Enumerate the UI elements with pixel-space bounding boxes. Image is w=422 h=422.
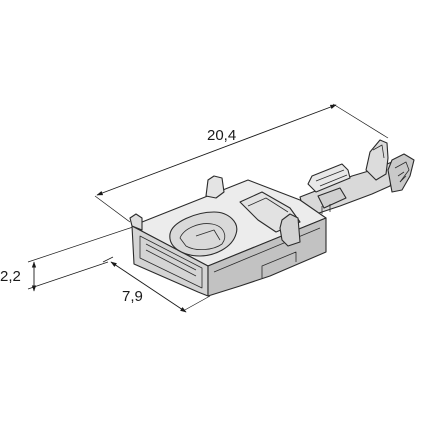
dimension-line-length [96, 104, 337, 196]
extension-line-left [94, 195, 131, 223]
crimp-section [299, 139, 415, 215]
dimension-label-width: 7,9 [122, 288, 143, 305]
dimension-line-width [110, 261, 187, 313]
extension-line-bottom [27, 261, 109, 290]
extension-line-back [182, 295, 211, 312]
front-tab-left [129, 213, 143, 231]
receptacle-front-face [131, 225, 209, 297]
extension-line-front [102, 256, 114, 263]
side-tab-right [279, 213, 301, 247]
rear-tab [205, 175, 225, 199]
dimension-label-height: 2,2 [0, 268, 21, 285]
dimension-label-length: 20,4 [207, 127, 236, 144]
extension-line-right [332, 103, 389, 139]
dimension-length: 20,4 [94, 103, 389, 223]
terminal-part [129, 139, 415, 297]
extension-line-top [27, 226, 134, 263]
dimension-height: 2,2 [0, 226, 134, 292]
dimension-width: 7,9 [102, 256, 211, 313]
receptacle-opening [139, 235, 203, 289]
